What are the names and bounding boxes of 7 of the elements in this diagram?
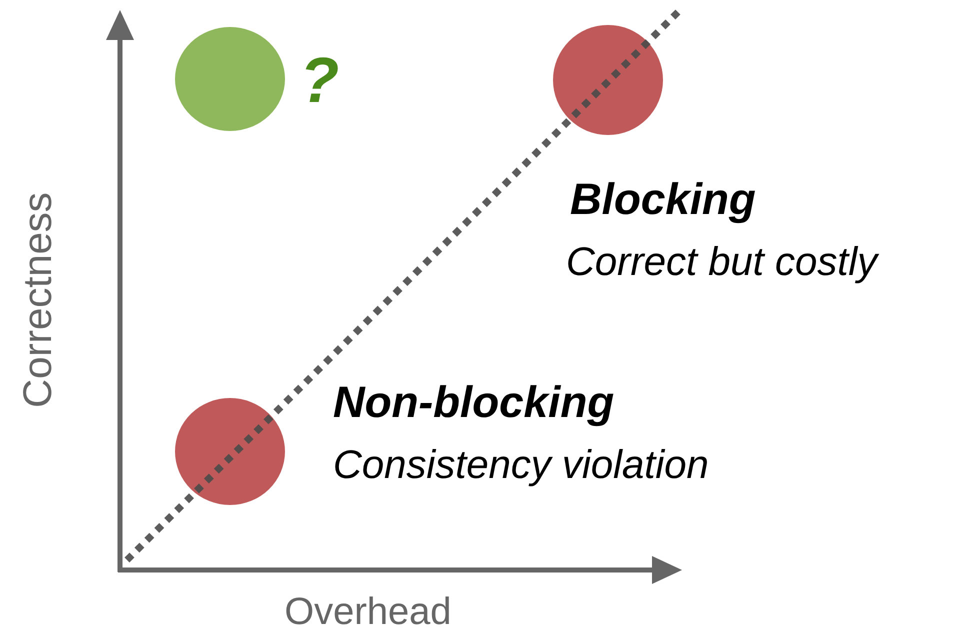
description: Consistency violation (333, 445, 709, 485)
heading: Non-blocking (333, 381, 614, 425)
y-axis-label: Correctness (18, 192, 58, 408)
question-mark: ? (300, 48, 340, 112)
heading: Blocking (570, 178, 756, 222)
description: Correct but costly (566, 242, 878, 282)
x-axis-label: Overhead (284, 593, 452, 631)
